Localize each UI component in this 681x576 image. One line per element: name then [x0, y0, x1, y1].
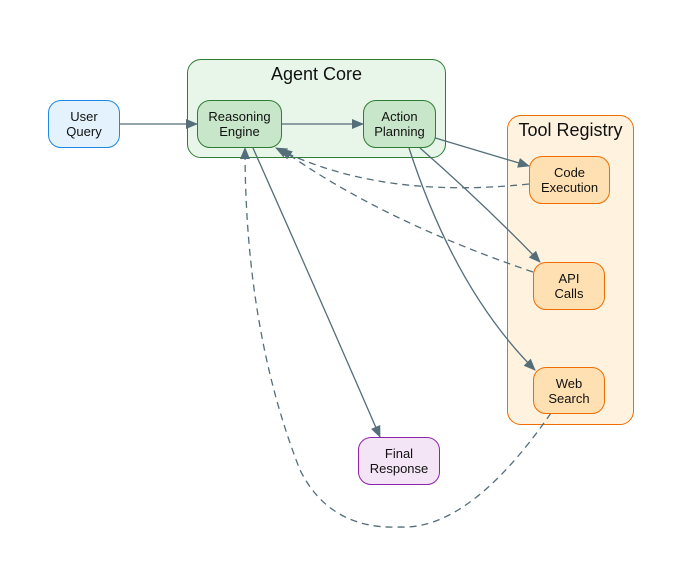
code-execution-node[interactable]: Code Execution — [529, 156, 610, 204]
reasoning-engine-node[interactable]: Reasoning Engine — [197, 100, 282, 148]
web-search-label: Web Search — [548, 375, 590, 406]
edge-web-search-to-reasoning-engine — [240, 147, 552, 528]
edge-action-planning-to-web-search — [408, 147, 536, 371]
edge-action-planning-to-api-calls — [419, 147, 541, 263]
code-execution-label: Code Execution — [540, 165, 599, 195]
edge-action-planning-to-code-execution — [431, 136, 530, 168]
api-calls-label: API Calls — [554, 271, 584, 301]
final-response-node[interactable]: Final Response — [358, 437, 440, 485]
agent-core-title: Agent Core — [270, 64, 363, 84]
user-query-node[interactable]: User Query — [48, 100, 120, 148]
tool-registry-title: Tool Registry — [518, 120, 623, 140]
user-query-label: User Query — [66, 109, 102, 139]
action-planning-label: Action Planning — [374, 109, 425, 139]
edge-api-calls-to-reasoning-engine — [280, 148, 534, 273]
web-search-node[interactable]: Web Search — [533, 367, 605, 414]
edge-reasoning-engine-to-final-response — [252, 147, 381, 438]
final-response-label: Final Response — [369, 446, 429, 476]
reasoning-engine-label: Reasoning Engine — [208, 109, 271, 139]
action-planning-node[interactable]: Action Planning — [363, 100, 436, 148]
edge-code-execution-to-reasoning-engine — [275, 147, 530, 189]
api-calls-node[interactable]: API Calls — [533, 262, 605, 310]
